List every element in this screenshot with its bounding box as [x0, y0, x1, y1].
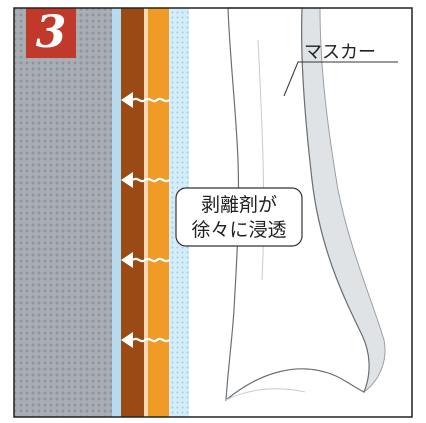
- left-arrow-with-wave-icon: [121, 332, 170, 348]
- left-arrow-with-wave-icon: [121, 252, 170, 268]
- masker-fold: [257, 39, 265, 281]
- layer-separator: [144, 8, 148, 417]
- left-arrow-with-wave-icon: [121, 92, 170, 108]
- paint-layer-brown: [121, 8, 144, 417]
- left-arrow-with-wave-icon: [121, 172, 170, 188]
- callout-line-1: 剥離剤が: [200, 194, 277, 216]
- masker-label: マスカー: [304, 42, 376, 63]
- step-badge: [26, 8, 76, 58]
- callout-box: [175, 187, 303, 247]
- step-number: 3: [35, 7, 67, 58]
- callout-line-2: 徐々に浸透: [191, 219, 287, 241]
- masker-fold-2: [225, 388, 306, 401]
- diagram-frame: [13, 7, 413, 418]
- primer-layer: [112, 8, 121, 417]
- paint-layer-orange: [148, 8, 169, 417]
- wall-texture: [14, 8, 112, 417]
- penetration-arrows: [121, 92, 170, 348]
- callout-text: 剥離剤が 徐々に浸透: [178, 193, 300, 243]
- masker-leader-line: [283, 61, 398, 97]
